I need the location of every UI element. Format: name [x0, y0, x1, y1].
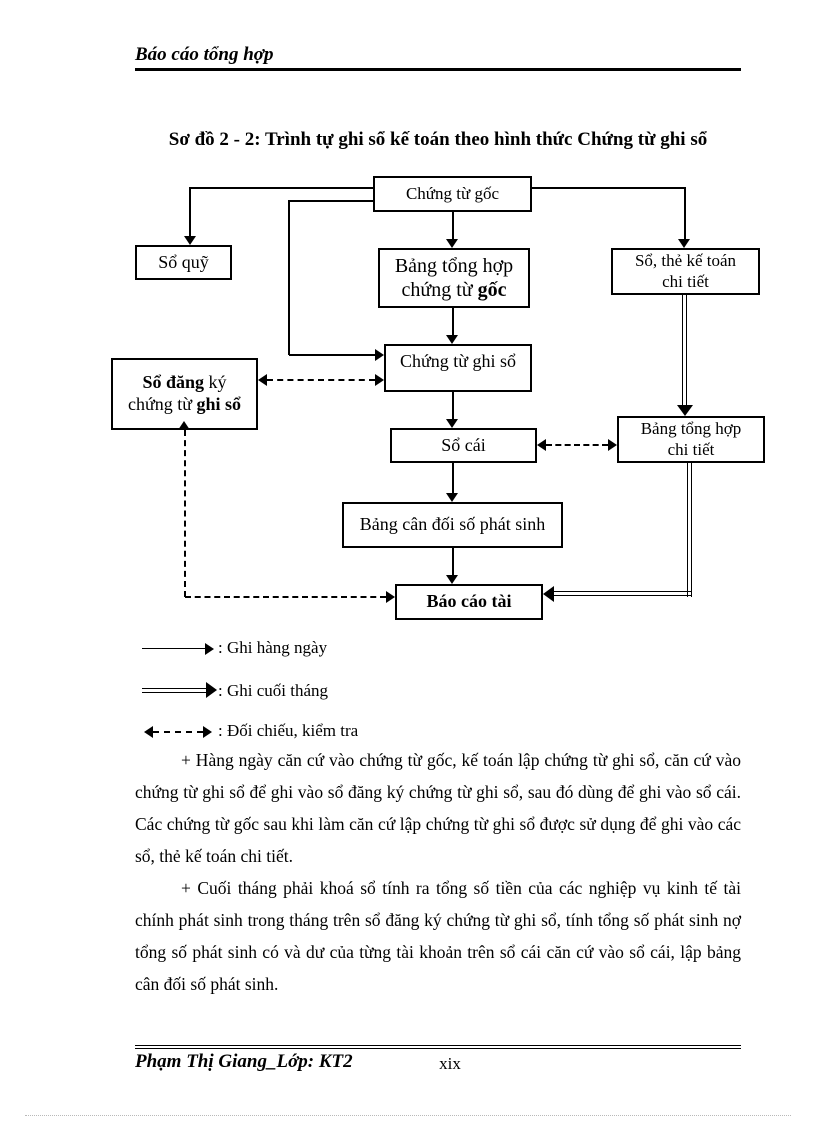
legend-label-daily: : Ghi hàng ngày: [218, 638, 328, 657]
box-label: Chứng từ ghi sổ: [399, 351, 517, 371]
connector-sdk-ctgs-dashed: [267, 379, 375, 381]
connector-bth-to-ctgs: [452, 308, 454, 335]
box-label: Sổ quỹ: [158, 251, 209, 272]
box-label-line1: Sổ đăng ký: [142, 372, 227, 393]
box-bang-can-doi-so-phat-sinh: Bảng cân đối số phát sinh: [342, 502, 563, 548]
diagram-title: Sơ đồ 2 - 2: Trình tự ghi sổ kế toán the…: [168, 129, 708, 150]
connector-sdk-to-bct-dashed-h: [185, 596, 386, 598]
page-header-title: Báo cáo tổng hợp: [135, 44, 274, 65]
arrowhead-left-icon: [258, 374, 267, 386]
connector-goc-to-sothe-v: [684, 187, 686, 239]
paragraph-1: + Hàng ngày căn cứ vào chứng từ gốc, kế …: [135, 750, 741, 866]
arrowhead-right-icon: [206, 682, 217, 698]
connector-goc-to-ctgs-h2: [289, 354, 375, 356]
box-so-dang-ky-chung-tu-ghi-so: Sổ đăng ký chứng từ ghi sổ: [111, 358, 258, 430]
connector-goc-to-ctgs-v: [288, 200, 290, 355]
connector-goc-to-soquy-v: [189, 187, 191, 236]
box-label: Chứng từ gốc: [405, 183, 500, 203]
arrowhead-down-icon: [677, 405, 693, 416]
arrowhead-right-icon: [375, 374, 384, 386]
connector-goc-to-bth: [452, 212, 454, 239]
box-so-the-ke-toan-chi-tiet: Sổ, thẻ kế toán chi tiết: [611, 248, 760, 295]
legend-solid-line: [142, 648, 205, 649]
arrowhead-up-icon: [178, 421, 190, 430]
arrowhead-down-icon: [184, 236, 196, 245]
connector-bthct-to-bct-double-h: [551, 591, 692, 596]
box-so-cai: Sổ cái: [390, 428, 537, 463]
footer-rule: [135, 1045, 741, 1049]
connector-bcd-to-bct: [452, 548, 454, 575]
box-label-line2: chi tiết: [667, 439, 715, 459]
footer-author: Phạm Thị Giang_Lớp: KT2: [135, 1051, 353, 1072]
box-label-line2: chứng từ ghi sổ: [127, 394, 242, 414]
box-bang-tong-hop-chi-tiet: Bảng tổng hợp chi tiết: [617, 416, 765, 463]
arrowhead-right-icon: [608, 439, 617, 451]
box-label: Sổ cái: [441, 434, 486, 455]
box-label-line2: chi tiết: [662, 271, 709, 291]
connector-socai-to-bcd: [452, 463, 454, 493]
box-label-line1: Sổ, thẻ kế toán: [634, 250, 737, 270]
box-so-quy: Sổ quỹ: [135, 245, 232, 280]
legend-label-monthly: : Ghi cuối tháng: [218, 681, 329, 700]
arrowhead-down-icon: [446, 575, 458, 584]
arrowhead-down-icon: [446, 335, 458, 344]
legend-label-compare: : Đối chiếu, kiểm tra: [218, 721, 359, 740]
arrowhead-left-icon: [144, 726, 153, 738]
connector-goc-to-sothe-h: [532, 187, 685, 189]
arrowhead-left-icon: [537, 439, 546, 451]
arrowhead-down-icon: [446, 493, 458, 502]
arrowhead-down-icon: [446, 239, 458, 248]
legend-double-line: [142, 688, 206, 693]
box-chung-tu-ghi-so: Chứng từ ghi sổ: [384, 344, 532, 392]
footer-page-number: xix: [439, 1054, 461, 1073]
arrowhead-right-icon: [205, 643, 214, 655]
legend-dashed-line: [153, 731, 203, 733]
connector-ctgs-to-socai: [452, 392, 454, 419]
arrowhead-down-icon: [678, 239, 690, 248]
connector-bthct-to-bct-double-v: [687, 463, 692, 597]
connector-goc-to-ctgs-h1: [289, 200, 373, 202]
arrowhead-right-icon: [375, 349, 384, 361]
arrowhead-right-icon: [203, 726, 212, 738]
connector-socai-bthct-dashed: [546, 444, 608, 446]
body-text: + Hàng ngày căn cứ vào chứng từ gốc, kế …: [135, 744, 741, 1000]
box-label: Báo cáo tài: [426, 591, 512, 612]
box-bao-cao-tai: Báo cáo tài: [395, 584, 543, 620]
connector-goc-to-soquy-h: [190, 187, 373, 189]
connector-sothe-to-bthct-double: [682, 295, 687, 406]
box-bang-tong-hop-chung-tu-goc: Bảng tổng hợp chứng từ gốc: [378, 248, 530, 308]
connector-sdk-to-bct-dashed-v: [184, 430, 186, 597]
arrowhead-left-icon: [543, 586, 554, 602]
box-label-line1: Bảng tổng hợp: [394, 254, 514, 277]
bottom-dotted-rule: [25, 1115, 791, 1116]
box-chung-tu-goc: Chứng từ gốc: [373, 176, 532, 212]
arrowhead-down-icon: [446, 419, 458, 428]
box-label-line1: Bảng tổng hợp: [640, 418, 742, 438]
arrowhead-right-icon: [386, 591, 395, 603]
paragraph-2: + Cuối tháng phải khoá sổ tính ra tổng s…: [135, 878, 741, 994]
box-label: Bảng cân đối số phát sinh: [359, 514, 546, 535]
header-rule: [135, 68, 741, 71]
box-label-line2: chứng từ gốc: [401, 279, 507, 301]
